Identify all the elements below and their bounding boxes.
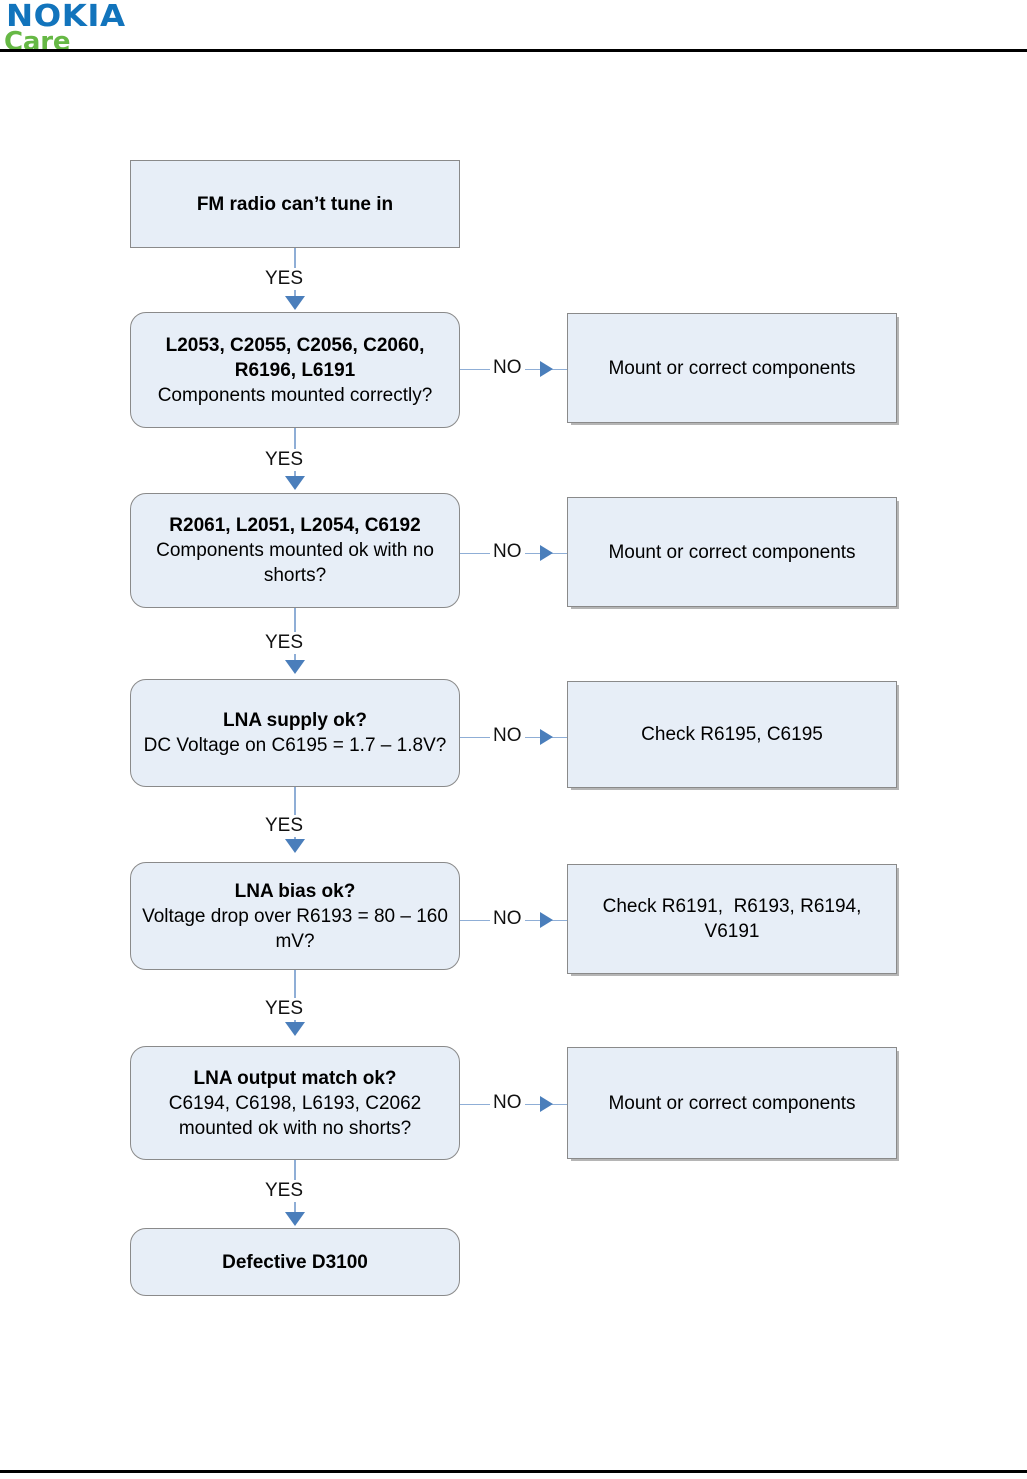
flow-node-check4-line-2: Voltage drop over R6193 = 80 – 160 mV? <box>142 905 454 952</box>
edge-label-no-1: NO <box>490 357 525 379</box>
edge-label-no-3: NO <box>490 725 525 747</box>
flow-node-action5[interactable]: Mount or correct components <box>567 1047 897 1159</box>
edge-label-yes-6: YES <box>262 1180 307 1202</box>
flow-node-action2-line-1: Mount or correct components <box>608 541 856 563</box>
arrowhead-start-to-check1 <box>285 296 305 310</box>
flow-node-action3-line-1: Check R6195, C6195 <box>641 724 823 745</box>
nokia-care-logo: NOKIA Care <box>4 2 125 56</box>
arrowhead-check5-to-end <box>285 1212 305 1226</box>
flow-node-action3[interactable]: Check R6195, C6195 <box>567 681 897 788</box>
arrowhead-check2-to-check3 <box>285 660 305 674</box>
edge-label-no-2: NO <box>490 541 525 563</box>
flow-node-end-line-1: Defective D3100 <box>222 1251 368 1273</box>
flow-node-end[interactable]: Defective D3100 <box>130 1228 460 1296</box>
flow-node-action2[interactable]: Mount or correct components <box>567 497 897 607</box>
flow-node-action4[interactable]: Check R6191, R6193, R6194, V6191 <box>567 864 897 974</box>
flow-node-check4-line-1: LNA bias ok? <box>234 880 356 902</box>
flow-node-check2-line-2: Components mounted ok with no shorts? <box>156 540 440 586</box>
flow-node-check1-line-2: Components mounted correctly? <box>157 384 433 406</box>
edge-label-yes-4: YES <box>262 815 307 837</box>
flow-node-action5-line-1: Mount or correct components <box>608 1092 856 1114</box>
edge-label-no-4: NO <box>490 908 525 930</box>
flow-node-check1[interactable]: L2053, C2055, C2056, C2060, R6196, L6191… <box>130 312 460 428</box>
flow-node-check5-line-1: LNA output match ok? <box>193 1067 397 1089</box>
edge-label-yes-1: YES <box>262 268 307 290</box>
flow-node-action4-line-1: Check R6191, R6193, R6194, V6191 <box>602 896 867 942</box>
flow-node-check1-line-1: L2053, C2055, C2056, C2060, R6196, L6191 <box>165 334 425 381</box>
flow-node-check4[interactable]: LNA bias ok? Voltage drop over R6193 = 8… <box>130 862 460 970</box>
edge-label-yes-3: YES <box>262 632 307 654</box>
flow-node-start[interactable]: FM radio can’t tune in <box>130 160 460 248</box>
flow-node-action1[interactable]: Mount or correct components <box>567 313 897 423</box>
arrowhead-check5-to-action5 <box>540 1096 553 1112</box>
page-header: NOKIA Care <box>0 0 1027 56</box>
flow-node-check5-line-2: C6194, C6198, L6193, C2062 mounted ok wi… <box>168 1092 427 1139</box>
arrowhead-check3-to-action3 <box>540 729 553 745</box>
arrowhead-check4-to-check5 <box>285 1022 305 1036</box>
edge-label-yes-5: YES <box>262 998 307 1020</box>
arrowhead-check3-to-check4 <box>285 839 305 853</box>
flow-node-start-line-1: FM radio can’t tune in <box>196 193 394 215</box>
connector-check3-to-check4 <box>294 787 296 841</box>
edge-label-yes-2: YES <box>262 449 307 471</box>
flow-node-check3-line-2: DC Voltage on C6195 = 1.7 – 1.8V? <box>143 735 447 756</box>
arrowhead-check1-to-check2 <box>285 476 305 490</box>
nokia-wordmark: NOKIA <box>6 0 126 34</box>
arrowhead-check2-to-action2 <box>540 545 553 561</box>
flow-node-action1-line-1: Mount or correct components <box>608 357 856 379</box>
flow-node-check3[interactable]: LNA supply ok? DC Voltage on C6195 = 1.7… <box>130 679 460 787</box>
flow-node-check3-line-1: LNA supply ok? <box>223 710 367 731</box>
arrowhead-check1-to-action1 <box>540 361 553 377</box>
edge-label-no-5: NO <box>490 1092 525 1114</box>
footer-divider <box>0 1470 1027 1473</box>
flow-node-check2-line-1: R2061, L2051, L2054, C6192 <box>169 515 421 536</box>
flow-node-check2[interactable]: R2061, L2051, L2054, C6192 Components mo… <box>130 493 460 608</box>
header-divider <box>0 49 1027 52</box>
arrowhead-check4-to-action4 <box>540 912 553 928</box>
flow-node-check5[interactable]: LNA output match ok? C6194, C6198, L6193… <box>130 1046 460 1160</box>
connector-check4-to-check5 <box>294 970 296 1024</box>
